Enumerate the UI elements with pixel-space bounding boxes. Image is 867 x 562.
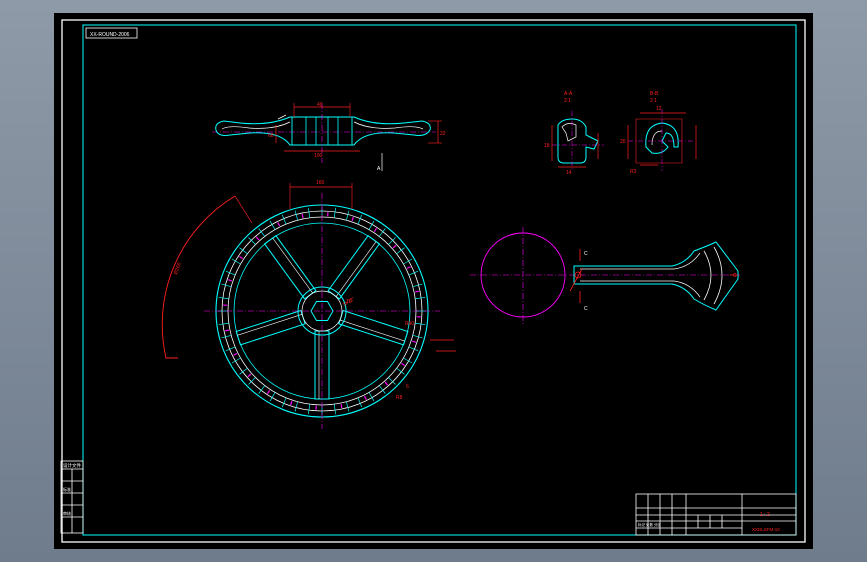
section-mark-c2: C (584, 306, 588, 312)
dim-sec-w2: 12 (656, 106, 662, 112)
inner-frame (82, 24, 797, 536)
title-box (85, 27, 138, 39)
title-scale: 1 : 2 (760, 512, 770, 518)
section-mark-c1: C (584, 251, 588, 257)
dim-wheel-rim: 6 (406, 384, 409, 390)
dim-sec-w1: 14 (566, 170, 572, 176)
section-b-label: B-B (650, 91, 659, 97)
title-sign: 标记 处数 分区 (638, 522, 661, 527)
top-side-view (212, 103, 442, 171)
dim-top-3: 22 (440, 131, 446, 137)
dim-arc (161, 195, 236, 359)
dim-sec-h2: 20 (620, 139, 626, 145)
drawing-sheet: XX-ROUND-2006 设计文件 标准 审核 1 : 2 XXDLSFM-1… (60, 19, 806, 543)
left-strip-row: 审核 (63, 510, 71, 516)
section-a-label: A-A (564, 91, 573, 97)
outer-frame (61, 19, 806, 543)
section-a-scale: 2:1 (564, 98, 571, 104)
left-strip (60, 460, 84, 534)
dim-wheel-radius: R90 (405, 321, 414, 327)
section-a-view (551, 111, 604, 171)
dim-arc-leader (234, 195, 253, 224)
side-view-label: A (377, 166, 381, 172)
drawing-number: XXDLSFM-10 (752, 527, 780, 532)
section-b-view (627, 109, 697, 171)
dim-wheel-spokes: 5x72° (342, 296, 356, 308)
left-strip-row: 标准 (63, 486, 71, 492)
dim-wheel-dia: Ø260 (173, 262, 183, 276)
dim-top-2: 100 (314, 153, 323, 159)
title-block (635, 493, 797, 536)
dim-sec-h1: 18 (544, 143, 550, 149)
dim-wheel-bore: 16 (346, 299, 352, 305)
handwheel-front-view (204, 193, 440, 429)
section-b-scale: 2:1 (650, 98, 657, 104)
title-box-text: XX-ROUND-2006 (90, 32, 130, 38)
dim-sec-r: R3 (630, 169, 637, 175)
spoke-plan-view (470, 227, 742, 325)
section-mark-c3: C (733, 273, 737, 279)
dim-wheel-r2: R8 (396, 395, 403, 401)
dim-top-1: 40 (317, 102, 323, 108)
left-strip-header: 设计文件 (63, 462, 81, 469)
dim-wheel-top: 160 (316, 180, 325, 186)
cad-viewport[interactable]: XX-ROUND-2006 设计文件 标准 审核 1 : 2 XXDLSFM-1… (54, 13, 813, 549)
dim-top-4: 68 (268, 133, 274, 139)
